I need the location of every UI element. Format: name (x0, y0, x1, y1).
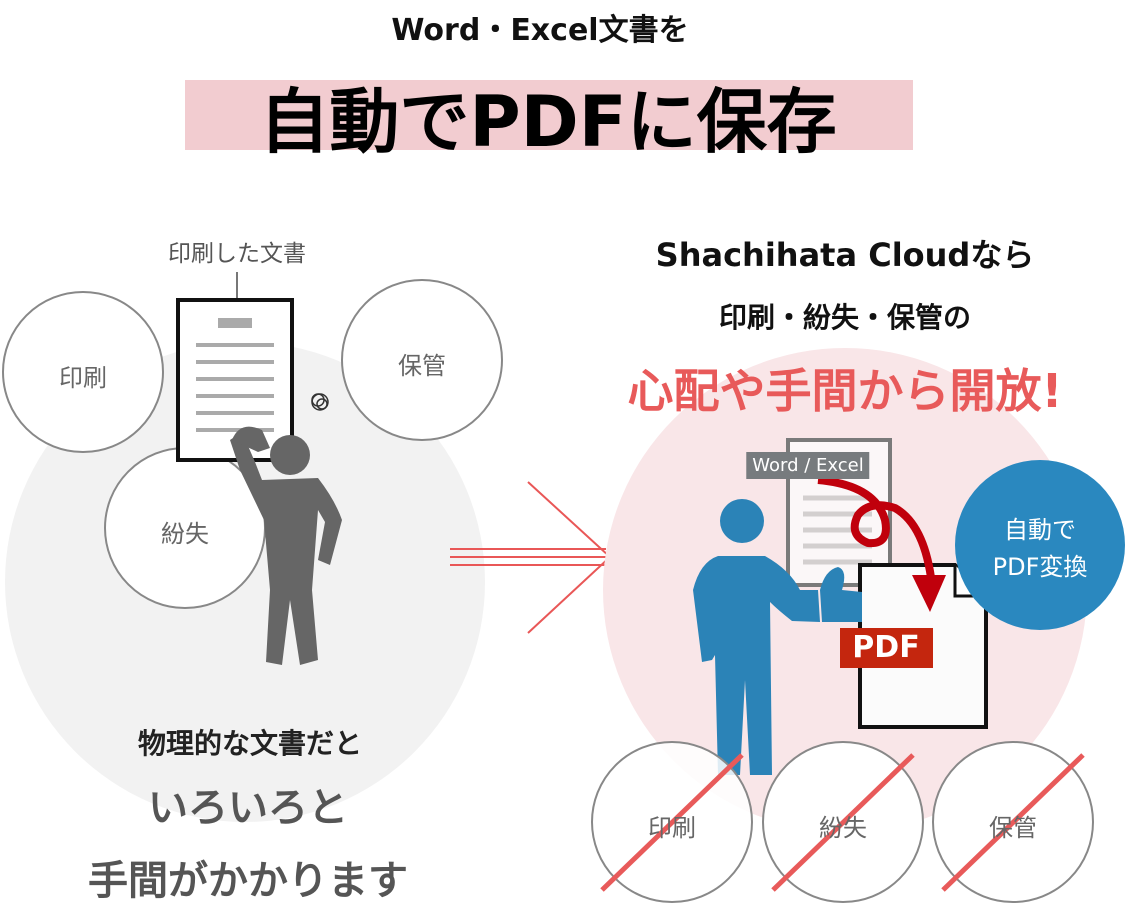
header-subtitle: Word・Excel文書を (391, 13, 689, 48)
bubble-line-2: PDF変換 (992, 553, 1088, 581)
convert-arrowhead-icon (912, 575, 946, 612)
left-circle-storage (341, 279, 503, 441)
left-caption-1: 物理的な文書だと (137, 727, 363, 760)
right-line-2: 印刷・紛失・保管の (718, 301, 972, 334)
word-excel-tag: Word / Excel (746, 452, 870, 479)
right-circle-label-lost: 紛失 (819, 814, 867, 842)
bubble-line-1: 自動で (1004, 516, 1076, 544)
convert-arrow-icon (817, 476, 936, 586)
pdf-badge: PDF (852, 630, 920, 665)
left-circle-label-storage: 保管 (398, 352, 446, 380)
header-title: 自動でPDFに保存 (259, 81, 837, 163)
left-circle-print (2, 291, 164, 453)
strike-through-icon (600, 753, 1085, 892)
right-circle-label-print: 印刷 (648, 814, 696, 842)
auto-convert-bubble (955, 460, 1125, 630)
left-caption-2: いろいろと (148, 785, 348, 831)
happy-person-icon (693, 499, 862, 775)
left-caption-3: 手間がかかります (88, 858, 408, 904)
doc-label: 印刷した文書 (168, 241, 306, 267)
worried-scribble-icon (311, 393, 329, 411)
confused-person-icon (230, 426, 342, 665)
printed-document-icon (176, 298, 294, 462)
title-highlight (185, 80, 913, 150)
pdf-badge-bg (840, 628, 933, 668)
right-line-1: Shachihata Cloudなら (655, 236, 1035, 274)
left-circle-label-print: 印刷 (59, 364, 107, 392)
left-circle-label-lost: 紛失 (161, 520, 209, 548)
right-line-3: 心配や手間から開放! (627, 364, 1063, 418)
right-circle-label-storage: 保管 (989, 814, 1037, 842)
